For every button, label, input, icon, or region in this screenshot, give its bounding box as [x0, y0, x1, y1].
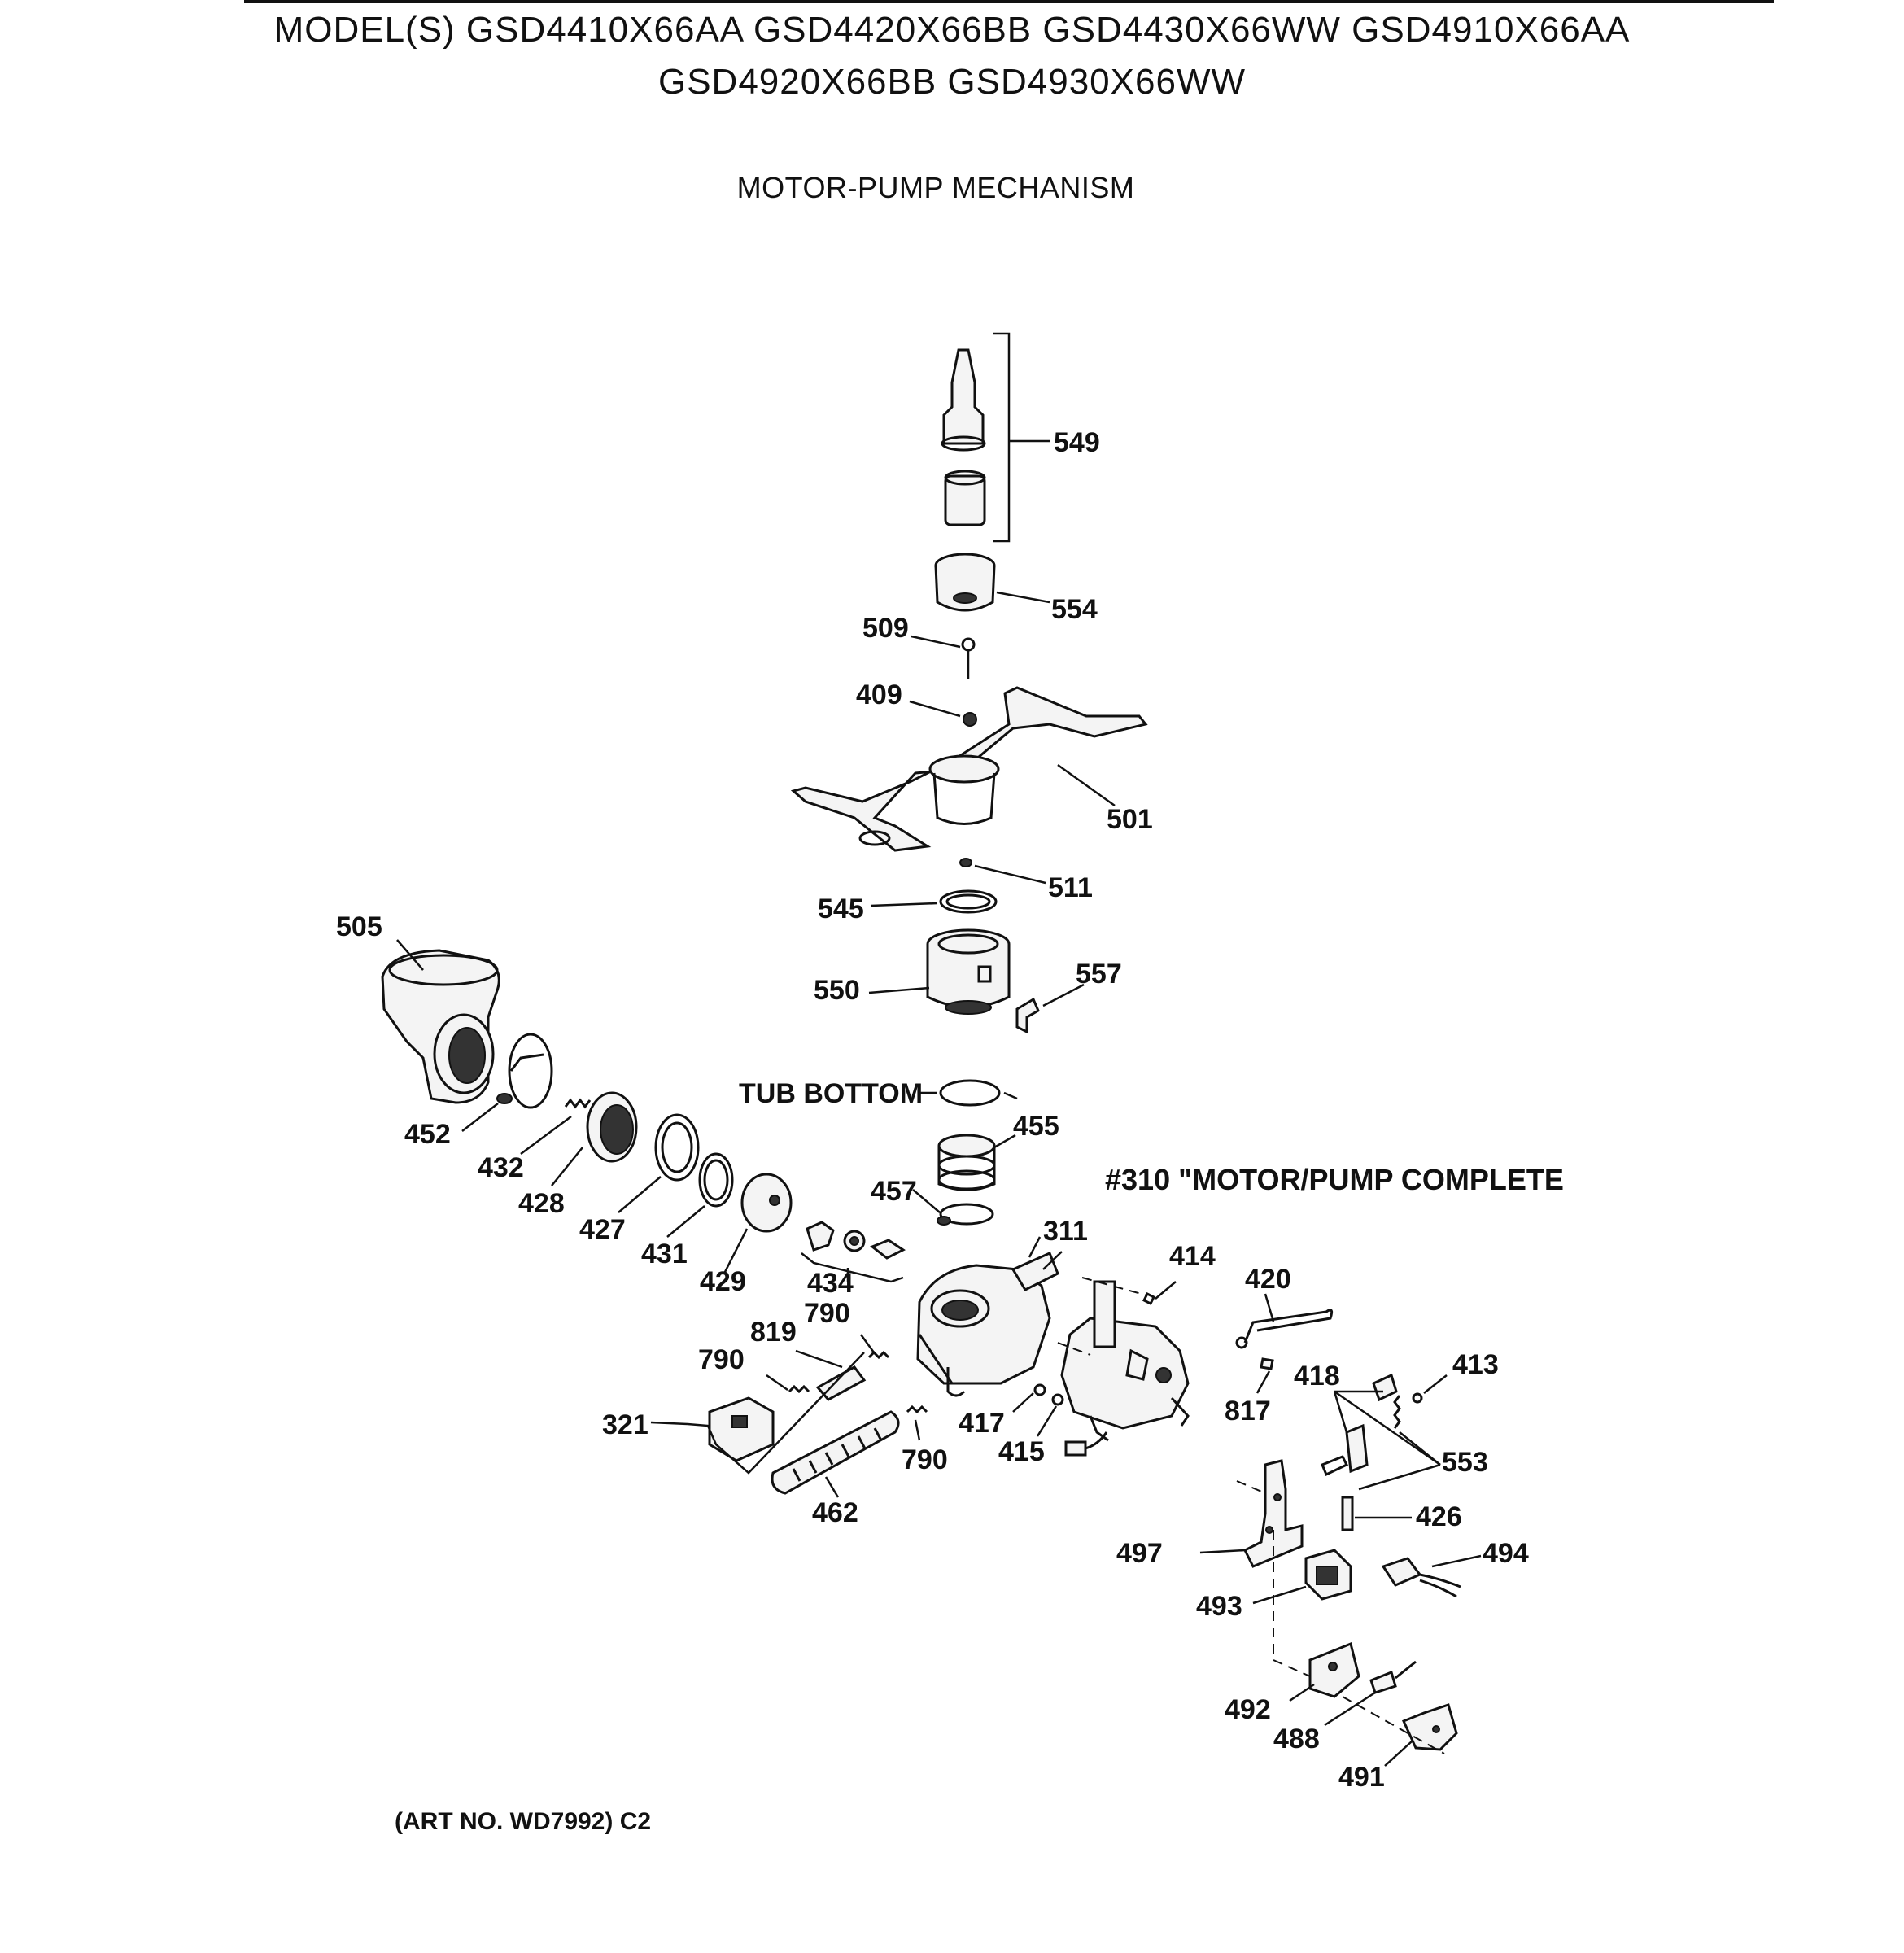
label-413: 413: [1452, 1349, 1499, 1380]
label-494: 494: [1483, 1538, 1529, 1569]
label-509: 509: [862, 613, 909, 644]
label-432: 432: [478, 1152, 524, 1183]
part-409-nut: [909, 700, 977, 727]
label-511: 511: [1048, 872, 1093, 903]
model-list-line-2: GSD4920X66BB GSD4930X66WW: [657, 62, 1247, 102]
part-505-drain-elbow: [381, 939, 500, 1104]
label-554: 554: [1051, 594, 1098, 625]
label-497: 497: [1116, 1538, 1163, 1569]
part-545-seal-ring: [870, 889, 998, 914]
part-434-seal-kit: [801, 1221, 906, 1283]
label-817: 817: [1225, 1396, 1271, 1427]
label-557: 557: [1076, 959, 1122, 990]
part-418-lever: [1345, 1373, 1401, 1474]
art-number: (ART NO. WD7992) C2: [395, 1808, 652, 1835]
part-311-pump-body: [916, 1236, 1063, 1397]
label-550: 550: [814, 975, 860, 1006]
label-420: 420: [1245, 1264, 1291, 1295]
label-505: 505: [336, 911, 382, 942]
part-494-connector: [1381, 1554, 1482, 1598]
part-497-bracket: [1199, 1459, 1304, 1568]
motor-unit: [1057, 1280, 1190, 1442]
label-414: 414: [1169, 1241, 1216, 1272]
part-553-linkage-callouts: [1321, 1390, 1441, 1491]
part-790-spring-b: [859, 1334, 890, 1360]
model-list-line-1: MODEL(S) GSD4410X66AA GSD4420X66BB GSD44…: [273, 10, 1631, 50]
label-428: 428: [518, 1188, 565, 1219]
label-549: 549: [1054, 427, 1100, 458]
part-462-drain-hose: [771, 1410, 900, 1498]
label-434: 434: [807, 1268, 854, 1299]
part-491-bracket: [1342, 1696, 1458, 1767]
header-rule: [244, 0, 1774, 3]
part-557-clip: [1015, 983, 1085, 1034]
part-554-spray-hub: [934, 553, 1050, 612]
part-415-nut: [1036, 1393, 1064, 1437]
label-455: 455: [1013, 1111, 1059, 1142]
label-790-c: 790: [902, 1444, 948, 1475]
label-417: 417: [959, 1408, 1005, 1439]
part-413-clip: [1412, 1374, 1448, 1404]
label-493: 493: [1196, 1591, 1242, 1622]
label-431: 431: [641, 1239, 688, 1269]
part-511-washer: [959, 858, 1046, 885]
label-491: 491: [1338, 1762, 1385, 1793]
part-492-switch-bracket: [1273, 1530, 1360, 1702]
part-488-microswitch: [1324, 1660, 1417, 1727]
part-493-solenoid: [1252, 1549, 1352, 1605]
label-457: 457: [871, 1176, 917, 1207]
section-title: MOTOR-PUMP MECHANISM: [736, 171, 1135, 204]
label-415: 415: [998, 1436, 1045, 1467]
part-509-screw: [911, 635, 976, 679]
part-550-pump-housing: [868, 928, 1011, 1015]
motor-connector: [1064, 1431, 1108, 1457]
label-tub-bottom: TUB BOTTOM: [739, 1078, 923, 1109]
part-428-filter-cup: [551, 1091, 638, 1186]
label-819: 819: [750, 1317, 797, 1348]
part-501-spray-arm: [790, 686, 1148, 852]
part-427-gasket: [618, 1113, 700, 1213]
label-492: 492: [1225, 1694, 1271, 1725]
part-817-fastener: [1256, 1357, 1274, 1394]
label-452: 452: [404, 1119, 451, 1150]
part-457-clamp: [912, 1189, 994, 1226]
tub-bottom-opening: [919, 1079, 1018, 1107]
part-414-screw: [1081, 1277, 1177, 1306]
label-426: 426: [1416, 1501, 1462, 1532]
part-420-wire-rod: [1235, 1293, 1334, 1349]
part-432-spring: [520, 1098, 592, 1156]
label-429: 429: [700, 1266, 746, 1297]
part-417-washer: [1012, 1383, 1046, 1413]
part-549-tower: [941, 332, 1050, 543]
label-321: 321: [602, 1409, 648, 1440]
part-790-spring-c: [906, 1405, 928, 1441]
label-553: 553: [1442, 1447, 1488, 1478]
part-819-tube: [795, 1349, 867, 1401]
label-418: 418: [1294, 1361, 1340, 1392]
label-790-b: 790: [698, 1344, 745, 1375]
label-427: 427: [579, 1214, 626, 1245]
part-452-clamp: [461, 1033, 553, 1132]
part-790-spring-a: [766, 1374, 810, 1394]
label-462: 462: [812, 1497, 858, 1528]
part-429-impeller: [723, 1173, 793, 1274]
part-431-ring: [666, 1152, 734, 1238]
part-455-seal: [937, 1134, 1016, 1191]
label-motor-pump-complete: #310 "MOTOR/PUMP COMPLETE: [1105, 1163, 1564, 1196]
part-321-bracket: [650, 1352, 865, 1475]
label-790-a: 790: [804, 1298, 850, 1329]
label-501: 501: [1107, 804, 1153, 835]
label-488: 488: [1273, 1724, 1320, 1754]
label-311: 311: [1043, 1216, 1088, 1247]
part-426-pin: [1341, 1496, 1412, 1531]
label-409: 409: [856, 679, 902, 710]
label-545: 545: [818, 893, 864, 924]
